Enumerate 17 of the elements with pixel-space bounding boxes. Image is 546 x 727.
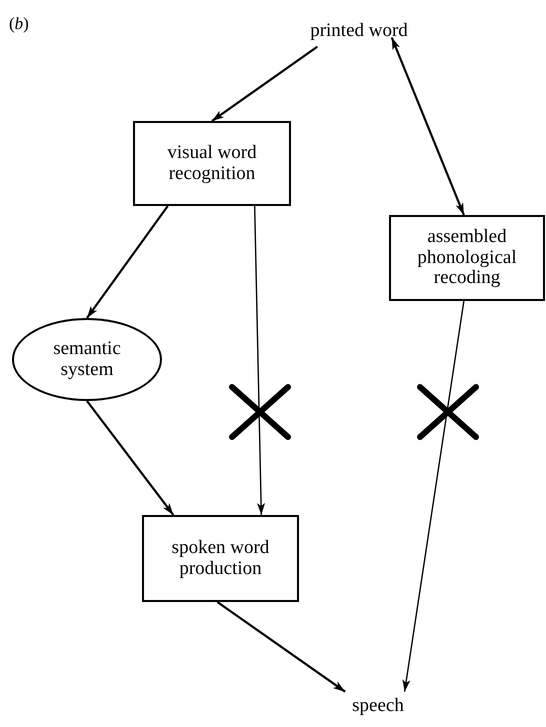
node-label: semantic system <box>52 338 122 380</box>
process-box <box>133 121 291 206</box>
node-label: printed word <box>310 20 408 42</box>
arrow <box>211 46 318 122</box>
arrow <box>390 37 465 216</box>
node-label: speech <box>352 696 404 716</box>
node-label: visual word recognition <box>166 142 258 184</box>
process-box <box>142 515 299 602</box>
arrow <box>86 400 174 516</box>
arrow <box>402 300 465 692</box>
panel-label: (b) <box>9 14 29 34</box>
arrow <box>86 205 169 319</box>
arrow <box>216 601 346 693</box>
node-label: spoken word production <box>170 538 270 580</box>
node-label: assembled phonological recoding <box>416 226 518 290</box>
process-box <box>389 215 545 301</box>
arrow <box>254 206 266 516</box>
